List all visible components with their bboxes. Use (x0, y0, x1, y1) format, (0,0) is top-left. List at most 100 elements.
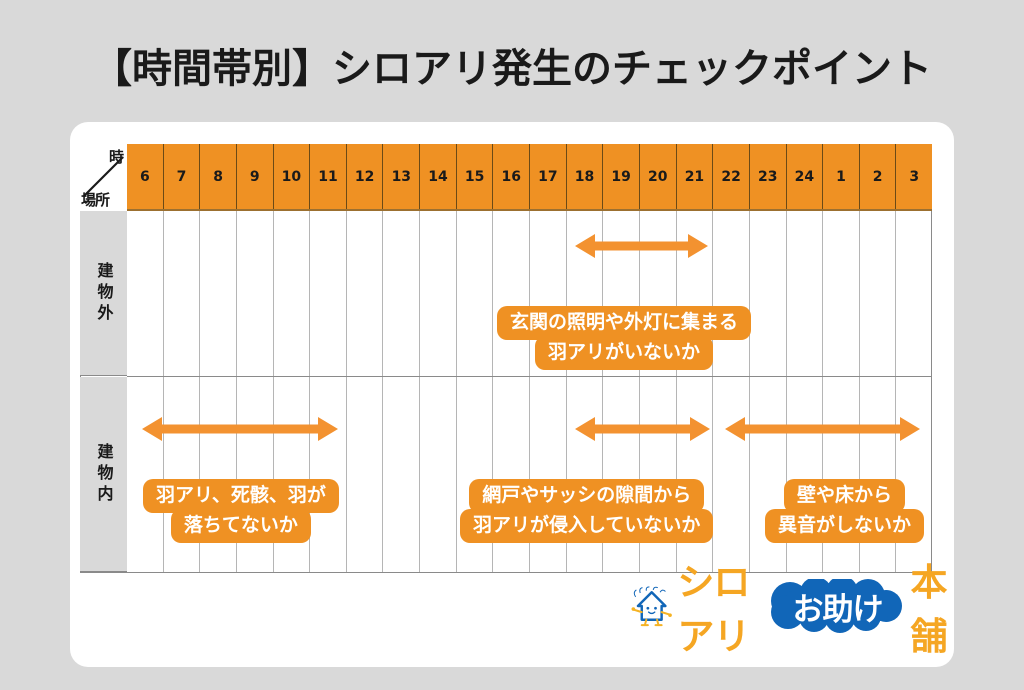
hour-header-cell: 23 (750, 144, 787, 209)
grid-cell (750, 211, 787, 376)
grid-cell (347, 377, 384, 572)
arrow-inside-morning (142, 415, 338, 443)
grid-cell (347, 211, 384, 376)
table-row-outside: 建物外 (80, 211, 932, 377)
callout-inside-screen-gap: 網戸やサッシの隙間から 羽アリが侵入していないか (460, 479, 714, 543)
grid-cell (200, 211, 237, 376)
logo-word-otasuke: お助け (792, 591, 883, 628)
page-title: 【時間帯別】シロアリ発生のチェックポイント (92, 46, 932, 92)
hour-header-cell: 16 (493, 144, 531, 209)
grid-cell (383, 377, 421, 572)
grid-cell (310, 377, 347, 572)
grid-cell (860, 377, 897, 572)
logo-word-honpo: 本舗 (910, 561, 947, 658)
arrow-inside-evening (575, 415, 710, 443)
grid-cell (310, 211, 347, 376)
grid-cell (420, 211, 457, 376)
logo-word-shiroari: シロアリ (677, 561, 750, 658)
hour-header-cell: 12 (347, 144, 384, 209)
hour-header-cell: 7 (164, 144, 201, 209)
grid-cell (677, 211, 714, 376)
grid-cell (713, 377, 750, 572)
grid-cell (787, 377, 824, 572)
grid-cell (713, 211, 750, 376)
callout-line-2: 羽アリがいないか (535, 336, 714, 370)
grid-cell (640, 211, 677, 376)
hour-header-cell: 20 (640, 144, 677, 209)
callout-inside-wall-noise: 壁や床から 異音がしないか (765, 479, 925, 543)
corner-label-time: 時 (108, 148, 124, 166)
row-label-inside-text: 建物内 (94, 442, 114, 506)
grid-cell (603, 211, 640, 376)
table-corner-cell: 時 場所 (80, 144, 127, 211)
table-row-inside: 建物内 (80, 377, 932, 573)
hour-header-cell: 11 (310, 144, 347, 209)
grid-cell (787, 211, 824, 376)
hour-header-cell: 8 (200, 144, 237, 209)
diagonal-divider-icon (83, 156, 124, 197)
double-arrow-icon (575, 417, 710, 441)
hour-header-cell: 24 (787, 144, 824, 209)
hour-header-cell: 6 (127, 144, 164, 209)
corner-label-place: 場所 (81, 191, 110, 209)
grid-cell (823, 377, 860, 572)
hour-header-cell: 13 (383, 144, 421, 209)
grid-cell (127, 211, 164, 376)
grid-cell (164, 211, 201, 376)
grid-cell (200, 377, 237, 572)
hour-header-cell: 21 (677, 144, 714, 209)
arrow-inside-night (725, 415, 920, 443)
grid-cell (567, 377, 604, 572)
row-label-outside-text: 建物外 (94, 261, 114, 325)
grid-cell (823, 211, 860, 376)
grid-cell (677, 377, 714, 572)
callout-line-1: 壁や床から (784, 479, 906, 513)
grid-cell (640, 377, 677, 572)
hour-header-cell: 1 (823, 144, 860, 209)
hour-header-cell: 14 (420, 144, 457, 209)
grid-cell (274, 377, 311, 572)
hour-header-cell: 17 (530, 144, 567, 209)
double-arrow-icon (725, 417, 920, 441)
callout-inside-wings-corpses: 羽アリ、死骸、羽が 落ちてないか (143, 479, 339, 543)
grid-cell (567, 211, 604, 376)
grid-cell (896, 211, 932, 376)
grid-cell (750, 377, 787, 572)
double-arrow-icon (142, 417, 338, 441)
grid-cell (420, 377, 457, 572)
grid-cell (530, 211, 567, 376)
logo-cloud-badge: お助け (766, 579, 908, 633)
callout-line-2: 異音がしないか (765, 509, 925, 543)
grid-cell (164, 377, 201, 572)
hour-header-cell: 10 (274, 144, 311, 209)
grid-cell (383, 211, 421, 376)
row-label-inside: 建物内 (80, 377, 127, 572)
grid-cell (457, 377, 494, 572)
grid-cell (274, 211, 311, 376)
callout-line-1: 玄関の照明や外灯に集まる (497, 306, 752, 340)
row-label-outside: 建物外 (80, 211, 127, 376)
hour-header-cell: 18 (567, 144, 604, 209)
double-arrow-icon (575, 234, 708, 258)
hour-header-cell: 3 (909, 168, 920, 185)
hour-header-cell: 19 (603, 144, 640, 209)
brand-logo: シロアリ お助け (628, 561, 954, 658)
grid-cells-inside (127, 377, 932, 572)
logo-wordmark: シロアリ お助け (677, 552, 954, 660)
hour-header-cell: 2 (860, 144, 897, 209)
callout-outside-entrance-light: 玄関の照明や外灯に集まる 羽アリがいないか (497, 306, 752, 370)
grid-cell (237, 211, 274, 376)
callout-line-2: 落ちてないか (170, 509, 311, 543)
grid-cell (457, 211, 494, 376)
grid-cell (860, 211, 897, 376)
hour-header-cell: 15 (457, 144, 494, 209)
grid-cell (530, 377, 567, 572)
grid-cell (493, 211, 531, 376)
grid-cell (603, 377, 640, 572)
callout-line-2: 羽アリが侵入していないか (460, 509, 714, 543)
grid-cells-outside (127, 211, 932, 376)
hour-header-cell: 9 (237, 144, 274, 209)
cloud-shape-icon (771, 579, 903, 633)
